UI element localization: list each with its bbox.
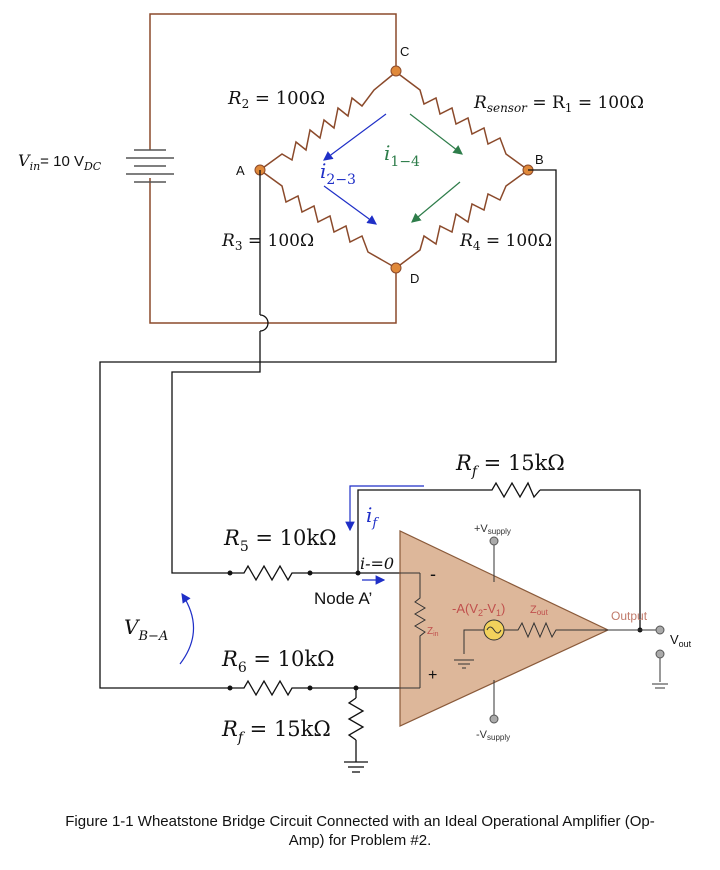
i14-arrow-down-right [409,113,463,155]
node-b-label: B [535,152,544,167]
resistor-r5 [230,564,310,582]
r4-label: R4 = 100Ω [459,231,552,253]
node-c-label: C [400,44,409,59]
node-a-prime-label: Node A’ [314,589,372,608]
zout-label: Zout [530,604,549,617]
vsupply-neg-label: -Vsupply [476,729,510,742]
caption-line-2: Amp) for Problem #2. [288,832,432,849]
zin-label: Zin [427,626,439,638]
signal-wires [99,169,641,762]
gain-label: -A(V2-V1) [452,601,505,618]
resistor-r4 [395,169,529,269]
i-minus-label: i-=0 [360,554,394,573]
ground-symbols [344,761,368,773]
i23-arrow-up [323,113,387,161]
bridge-nodes [254,65,534,274]
rf-top-label: Rf = 15kΩ [455,451,565,480]
vba-arrow [179,593,195,665]
rsensor-label: Rsensor = R1 = 100Ω [473,93,644,115]
i23-arrow-down [323,185,377,225]
battery-vin [126,149,174,183]
rf-bottom-label: Rf = 15kΩ [221,717,331,746]
vsupply-pos-label: +Vsupply [474,523,511,536]
resistor-rf-bottom [347,697,365,741]
vsupply-neg-terminal [489,714,499,724]
bridge-wires [149,13,397,324]
resistor-r2 [259,71,397,171]
node-d-dot [390,262,402,274]
r6-label: R6 = 10kΩ [221,647,335,676]
vsupply-pos-terminal [489,536,499,546]
if-label: if [366,503,379,531]
caption-line-1: Figure 1-1 Wheatstone Bridge Circuit Con… [65,813,655,830]
output-label: Output [611,609,648,623]
resistor-r3 [259,169,397,269]
node-c-dot [390,65,402,77]
vout-terminal-bottom [655,649,665,659]
output-lead [608,629,668,689]
node-d-label: D [410,271,419,286]
opamp-plus-sign: + [428,667,437,684]
vin-label: Vin= 10 VDC [18,151,102,173]
r5-label: R5 = 10kΩ [223,526,337,555]
i14-label: i1−4 [384,141,420,170]
if-arrow [345,485,424,532]
opamp-internal [400,544,608,716]
i23-label: i2−3 [320,159,356,188]
opamp-internal-ground [454,659,474,669]
i14-arrow-down-left [411,181,461,223]
resistor-rf-top [486,481,541,499]
vout-terminal-top [655,625,665,635]
vba-label: VB−A [124,615,168,644]
vout-label: Vout [670,632,692,649]
resistor-rsensor [395,71,529,171]
r2-label: R2 = 100Ω [227,88,325,111]
opamp-minus-sign: - [430,564,436,584]
bridge-resistors [259,71,529,269]
figure-caption: Figure 1-1 Wheatstone Bridge Circuit Con… [40,812,680,850]
resistor-r6 [230,679,310,697]
node-a-label: A [236,163,245,178]
r3-label: R3 = 100Ω [221,231,314,253]
opamp-resistors [230,481,541,741]
